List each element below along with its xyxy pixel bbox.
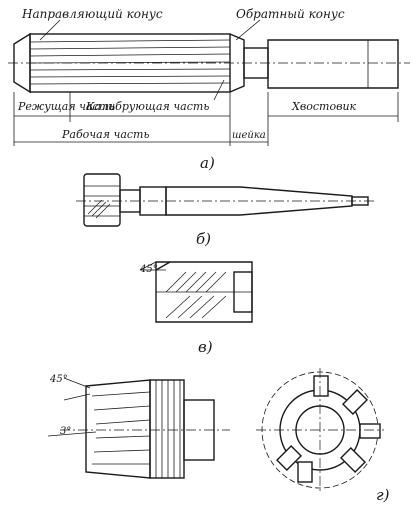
flute-lines xyxy=(29,39,231,85)
blade-slots xyxy=(275,375,381,483)
label-angle-45-g: 45° xyxy=(49,374,68,385)
label-cutting-part: Режущая часть xyxy=(17,100,115,113)
view-v-section: 45° в) xyxy=(139,261,253,356)
label-back-cone: Обратный конус xyxy=(236,7,345,21)
label-view-a: а) xyxy=(200,154,215,172)
section-outline xyxy=(155,261,253,323)
dimension-lines xyxy=(13,92,399,146)
section-hatching xyxy=(165,271,227,319)
section-slot xyxy=(233,271,253,313)
mandrel-taper-shank xyxy=(165,186,353,216)
blade-body xyxy=(85,379,151,479)
label-calibrating-part: Калибрующая часть xyxy=(85,100,209,113)
view-g-end: г) xyxy=(256,368,390,504)
label-guide-cone: Направляющий конус xyxy=(21,7,163,21)
label-neck: шейка xyxy=(232,130,266,141)
label-view-g: г) xyxy=(376,486,390,504)
label-shank: Хвостовик xyxy=(291,100,357,113)
label-view-b: б) xyxy=(196,230,211,248)
view-g-side: 45° 3° xyxy=(47,374,230,479)
shank xyxy=(267,39,399,89)
view-a-reamer: Направляющий конус Обратный конус Режуща… xyxy=(8,7,410,172)
view-b-shell-reamer: б) xyxy=(76,173,376,248)
threaded-collar xyxy=(149,379,185,479)
label-working-part: Рабочая часть xyxy=(61,128,149,141)
label-angle-45-v: 45° xyxy=(139,264,158,275)
label-view-v: в) xyxy=(198,338,213,356)
label-angle-3: 3° xyxy=(60,426,71,437)
thread-lines xyxy=(155,380,181,478)
